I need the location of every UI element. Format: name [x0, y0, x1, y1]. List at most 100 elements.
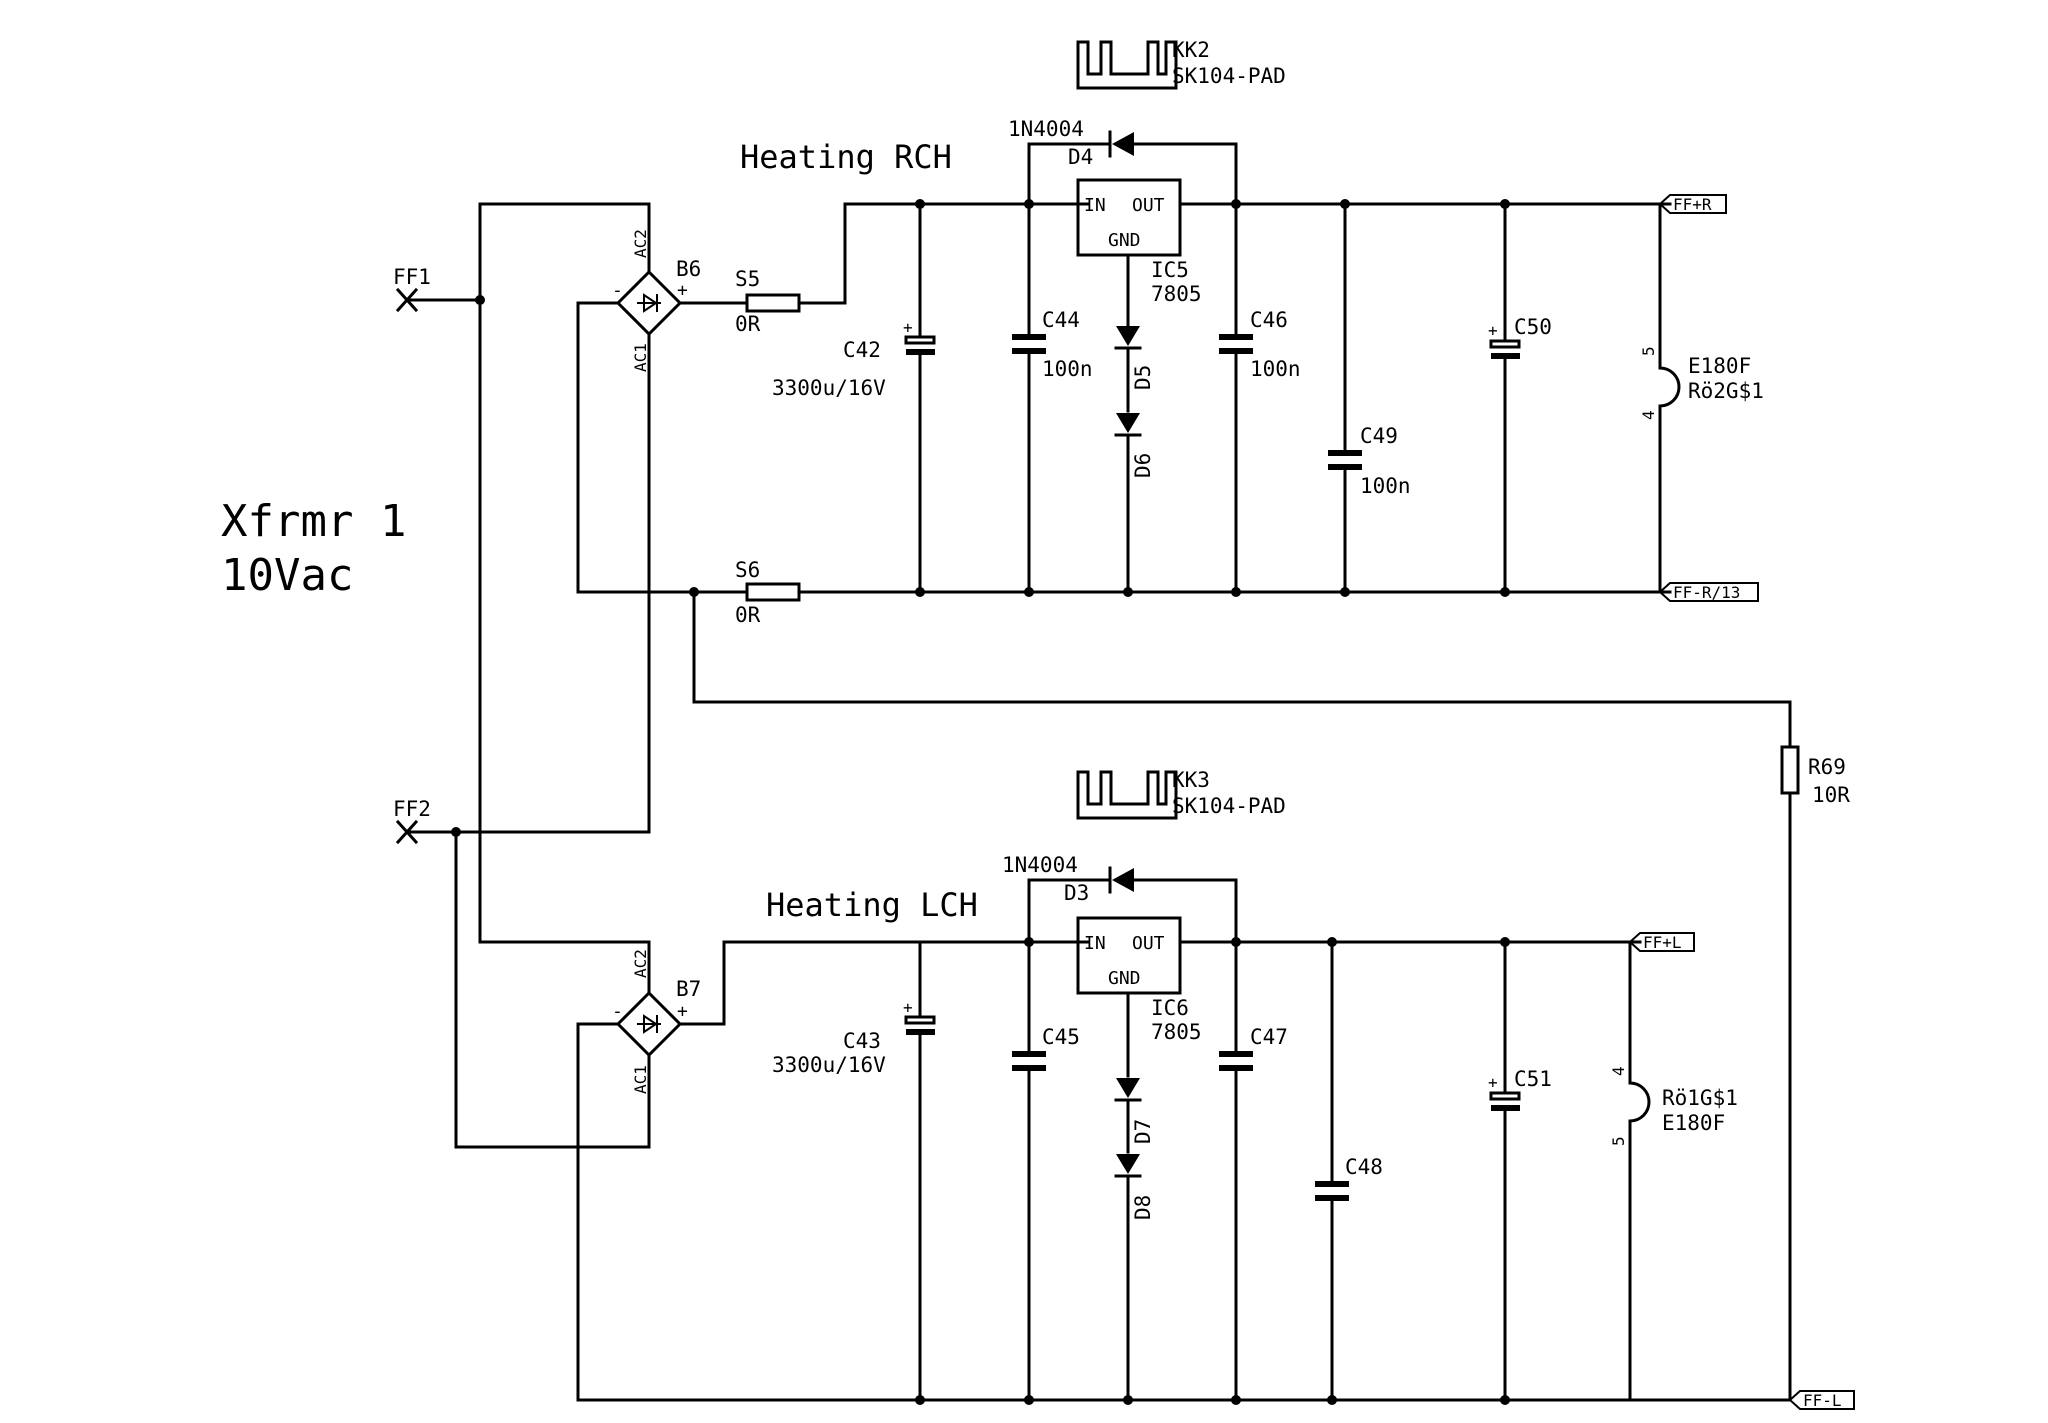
transformer-name: Xfrmr 1	[221, 496, 406, 547]
b6-minus: -	[612, 280, 623, 301]
d6-name: D6	[1131, 453, 1155, 478]
diode-d3: 1N4004 D3	[1002, 853, 1238, 944]
s5-value: 0R	[735, 312, 761, 336]
rch-tube-name: E180F	[1688, 354, 1751, 378]
capacitor-c45: C45	[1012, 937, 1080, 1405]
transformer-voltage: 10Vac	[221, 550, 353, 601]
b6-ac1: AC1	[631, 343, 650, 372]
s6-name: S6	[735, 558, 760, 582]
ic5-part: 7805	[1151, 282, 1202, 306]
capacitor-c43: + C43 3300u/16V	[772, 940, 936, 1405]
regulator-ic6: IN OUT GND IC6 7805	[1076, 916, 1202, 1044]
lch-tube-pin5: 5	[1609, 1136, 1628, 1146]
ic6-gnd: GND	[1108, 968, 1141, 989]
kk3-part: SK104-PAD	[1172, 794, 1286, 818]
ff-plus-r-label: FF+R	[1673, 195, 1712, 214]
capacitor-c44: C44 100n	[1012, 199, 1093, 597]
capacitor-c51: + C51	[1488, 937, 1552, 1405]
c51-name: C51	[1514, 1067, 1552, 1091]
b7-name: B7	[676, 977, 701, 1001]
left-channel: Heating LCH AC2 AC1 - + B7 + C43 3300u/1…	[576, 768, 1855, 1410]
s6-value: 0R	[735, 603, 761, 627]
c49-name: C49	[1360, 424, 1398, 448]
c44-value: 100n	[1042, 357, 1093, 381]
b7-minus: -	[612, 1001, 623, 1022]
svg-text:+: +	[1488, 321, 1498, 340]
lch-title: Heating LCH	[766, 886, 978, 924]
lch-tube-name: E180F	[1662, 1111, 1725, 1135]
capacitor-c49: C49 100n	[1328, 199, 1411, 597]
heatsink-kk2: KK2 SK104-PAD	[1076, 38, 1286, 90]
c43-name: C43	[843, 1029, 881, 1053]
c46-name: C46	[1250, 308, 1288, 332]
kk3-name: KK3	[1172, 768, 1210, 792]
transformer-label: Xfrmr 1 10Vac	[221, 496, 406, 601]
d3-name: D3	[1064, 881, 1089, 905]
flag-ff-minus-l: FF-L	[1788, 1390, 1855, 1410]
c47-name: C47	[1250, 1025, 1288, 1049]
d4-part: 1N4004	[1008, 117, 1084, 141]
ff2-pin: FF2	[393, 797, 431, 845]
diode-d4: 1N4004 D4	[1008, 117, 1238, 206]
capacitor-c46: C46 100n	[1219, 199, 1301, 597]
capacitor-c48: C48	[1315, 937, 1383, 1405]
heatsink-kk3: KK3 SK104-PAD	[1076, 768, 1286, 820]
svg-text:+: +	[903, 998, 913, 1017]
rch-tube-pin5: 5	[1639, 346, 1658, 356]
ff1-label: FF1	[393, 265, 431, 289]
ic6-out: OUT	[1132, 933, 1165, 954]
c48-name: C48	[1345, 1155, 1383, 1179]
bridge-b6: AC2 AC1 - + B6	[612, 229, 701, 372]
right-channel: Heating RCH AC2 AC1 - + B6 S5 0R S6 0R	[576, 38, 1764, 627]
ff-plus-l-label: FF+L	[1643, 933, 1682, 952]
transformer-wiring	[405, 202, 651, 1149]
diode-stack-d5-d6: D5 D6	[1114, 253, 1155, 597]
rch-tube-pin4: 4	[1639, 410, 1658, 420]
kk2-part: SK104-PAD	[1172, 64, 1286, 88]
ic6-part: 7805	[1151, 1020, 1202, 1044]
c44-name: C44	[1042, 308, 1080, 332]
c50-name: C50	[1514, 315, 1552, 339]
kk2-name: KK2	[1172, 38, 1210, 62]
c42-value: 3300u/16V	[772, 376, 886, 400]
ic5-gnd: GND	[1108, 230, 1141, 251]
ic6-in: IN	[1084, 933, 1106, 954]
c45-name: C45	[1042, 1025, 1080, 1049]
c43-value: 3300u/16V	[772, 1053, 886, 1077]
d8-name: D8	[1131, 1195, 1155, 1220]
ff-minus-l-label: FF-L	[1803, 1391, 1842, 1410]
r69-name: R69	[1808, 755, 1846, 779]
resistor-r69: R69 10R	[692, 590, 1850, 1402]
d5-name: D5	[1131, 365, 1155, 390]
capacitor-c47: C47	[1219, 937, 1288, 1405]
lch-tube-socket: Rö1G$1	[1662, 1086, 1738, 1110]
lch-tube-pin4: 4	[1609, 1066, 1628, 1076]
ic5-out: OUT	[1132, 195, 1165, 216]
b7-ac1: AC1	[631, 1065, 650, 1094]
c49-value: 100n	[1360, 474, 1411, 498]
d7-name: D7	[1131, 1119, 1155, 1144]
ic6-name: IC6	[1151, 996, 1189, 1020]
capacitor-c42: + C42 3300u/16V	[772, 199, 936, 597]
tube-heater-rch: 5 4 E180F Rö2G$1	[1639, 202, 1764, 594]
tube-heater-lch: 4 5 Rö1G$1 E180F	[1609, 940, 1738, 1402]
svg-text:+: +	[1488, 1073, 1498, 1092]
b6-plus: +	[677, 280, 688, 301]
rch-tube-socket: Rö2G$1	[1688, 379, 1764, 403]
s5-name: S5	[735, 267, 760, 291]
ic5-in: IN	[1084, 195, 1106, 216]
rch-title: Heating RCH	[740, 138, 952, 176]
ff2-label: FF2	[393, 797, 431, 821]
ff1-pin: FF1	[393, 265, 431, 313]
b6-name: B6	[676, 257, 701, 281]
b7-ac2: AC2	[631, 949, 650, 978]
flag-ff-plus-r: FF+R	[1658, 194, 1727, 214]
regulator-ic5: IN OUT GND IC5 7805	[1076, 178, 1202, 306]
b7-plus: +	[677, 1001, 688, 1022]
capacitor-c50: + C50	[1488, 199, 1552, 597]
svg-text:+: +	[903, 318, 913, 337]
d4-name: D4	[1068, 145, 1093, 169]
flag-ff-plus-l: FF+L	[1628, 932, 1695, 952]
b6-ac2: AC2	[631, 229, 650, 258]
